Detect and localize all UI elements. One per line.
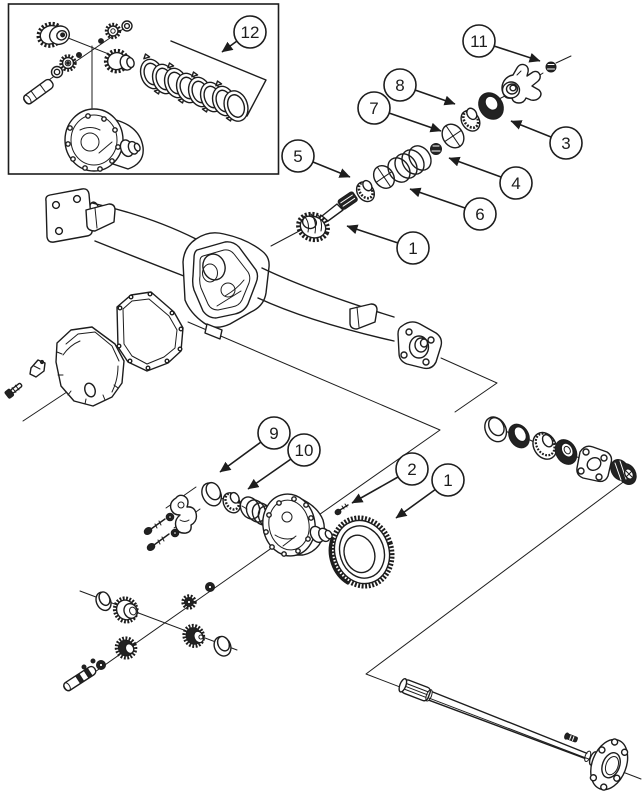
baffle-washer [441,123,465,149]
housing-left-flange [45,188,93,243]
pinion-nut [545,61,557,73]
pinion-yoke [501,63,542,104]
thrust-washer-1 [95,591,112,612]
leader-tube-to-seal-row [440,357,498,413]
svg-text:9: 9 [269,424,278,443]
callout-5-bearing[interactable]: 5 [281,139,351,178]
leader-seal-row-to-axle-shaft [365,476,642,780]
callout-1-drive-pinion[interactable]: 1 [346,224,430,265]
pinion-seal [478,92,504,120]
differential-case-group [262,493,395,589]
slinger-washer [372,165,396,189]
svg-text:10: 10 [295,441,314,460]
inset-differential-case [64,108,144,172]
side-bearing-row [201,481,279,529]
callout-7-washer[interactable]: 7 [357,91,442,133]
pinion-inner-bearing [355,179,376,203]
callout-1-ring-gear[interactable]: 1 [395,463,465,519]
axle-seal-ring [484,416,508,443]
callout-6-spacer[interactable]: 6 [409,187,497,231]
axle-shaft [398,678,629,791]
side-bearing [222,491,242,514]
spring-perch-left [85,203,116,232]
callout-4-nut[interactable]: 4 [448,156,533,200]
svg-text:4: 4 [511,174,520,193]
cover-bolt [4,382,23,399]
callout-3-seal[interactable]: 3 [510,120,583,160]
svg-text:6: 6 [475,205,484,224]
svg-text:2: 2 [407,460,416,479]
svg-text:12: 12 [241,23,260,42]
svg-text:8: 8 [395,76,404,95]
svg-text:3: 3 [561,134,570,153]
housing-bottom-tab [204,323,223,340]
bearing-retainer-ring [201,481,223,507]
bearing-retainer-plate [576,445,613,483]
housing-tube-right-bottom [257,297,395,342]
axle-seal-bearing-row [484,416,637,485]
thrust-washer-2 [213,635,232,657]
axle-shaft-top-edge [431,691,588,754]
bearing-adjuster-group [143,494,198,551]
callouts: 1 1 2 3 4 5 6 [219,15,583,519]
pinion-shaft-splines [337,191,358,210]
axle-flange [589,738,629,791]
pinion-mate-right [182,623,206,648]
callout-8-bearing[interactable]: 8 [383,68,456,106]
clutch-pack-bracket-line [170,40,267,117]
pinion-nut-small [430,143,442,155]
callout-10-bearing[interactable]: 10 [247,433,321,490]
differential-case-flange [262,493,316,557]
housing-tube-left-bottom [94,240,190,279]
inset-pinion-mate-gear [103,48,135,74]
wheel-stud [564,732,578,743]
inset-gear-small-upper [104,22,122,40]
adjuster-clamp [169,494,198,534]
svg-text:7: 7 [369,99,378,118]
cover-clip [29,359,46,378]
adjuster-bolt-1 [143,518,166,535]
clutch-disc-stack [139,53,249,122]
drive-pinion-assembly [270,55,572,247]
cross-pin-shaft [63,665,97,692]
callout-2-bolt[interactable]: 2 [351,452,429,504]
inset-pin [76,52,82,58]
svg-text:1: 1 [443,471,452,490]
differential-cover [55,326,125,407]
inset-washer-upper [121,20,133,32]
svg-text:11: 11 [470,32,488,51]
inset-washer [50,65,64,79]
axle-shaft-bottom-edge [428,699,586,760]
ring-gear [328,515,395,589]
callout-12-clutch-pack[interactable]: 12 [221,15,267,53]
case-hub [309,525,333,544]
axle-bearing [532,431,558,460]
spring-perch-right [349,303,378,330]
svg-text:1: 1 [408,239,417,258]
drive-pinion-gear [296,203,344,243]
svg-text:5: 5 [293,147,302,166]
cover-gasket [116,291,184,372]
pinion-mate-upper [181,594,197,610]
side-gear-left [112,596,139,624]
collapsible-spacer [387,145,432,183]
inset-pinion-gear-small [59,54,77,72]
callout-9-ring[interactable]: 9 [219,416,291,473]
axle-oil-seal [554,439,578,465]
pinion-outer-bearing [460,107,481,132]
inset-pin-2 [98,38,104,44]
spider-gear-group [63,582,232,692]
retainer-grooved-collar [610,459,637,485]
ring-gear-bolt [334,503,349,516]
axle-bearing-race [508,423,530,449]
callout-11-nut[interactable]: 11 [462,24,541,63]
adjuster-bolt-2 [146,533,170,551]
axle-housing [45,188,443,370]
inset-side-gear [36,21,71,48]
cover-and-gasket [4,291,184,407]
inset-cross-shaft [23,78,54,105]
side-gear-lower [114,636,138,660]
